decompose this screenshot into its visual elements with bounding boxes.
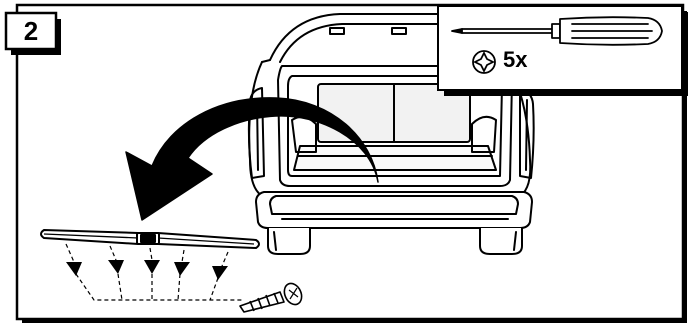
cross-head-screw-icon (472, 50, 496, 74)
screwdriver-icon (451, 16, 663, 46)
screw-icon (239, 282, 303, 313)
fastener-markers (66, 260, 228, 280)
fastener-marker (212, 266, 228, 280)
step-number: 2 (23, 15, 39, 46)
tailgate-trim-strip (40, 229, 260, 249)
removal-arrow-icon (125, 97, 379, 221)
fastener-marker (144, 260, 160, 274)
fastener-marker (66, 262, 82, 276)
step-number-box (4, 11, 61, 55)
fastener-marker (174, 262, 190, 276)
fastener-leader-lines (65, 243, 242, 301)
screw-quantity-label: 5x (503, 47, 528, 72)
fastener-marker (108, 260, 124, 274)
